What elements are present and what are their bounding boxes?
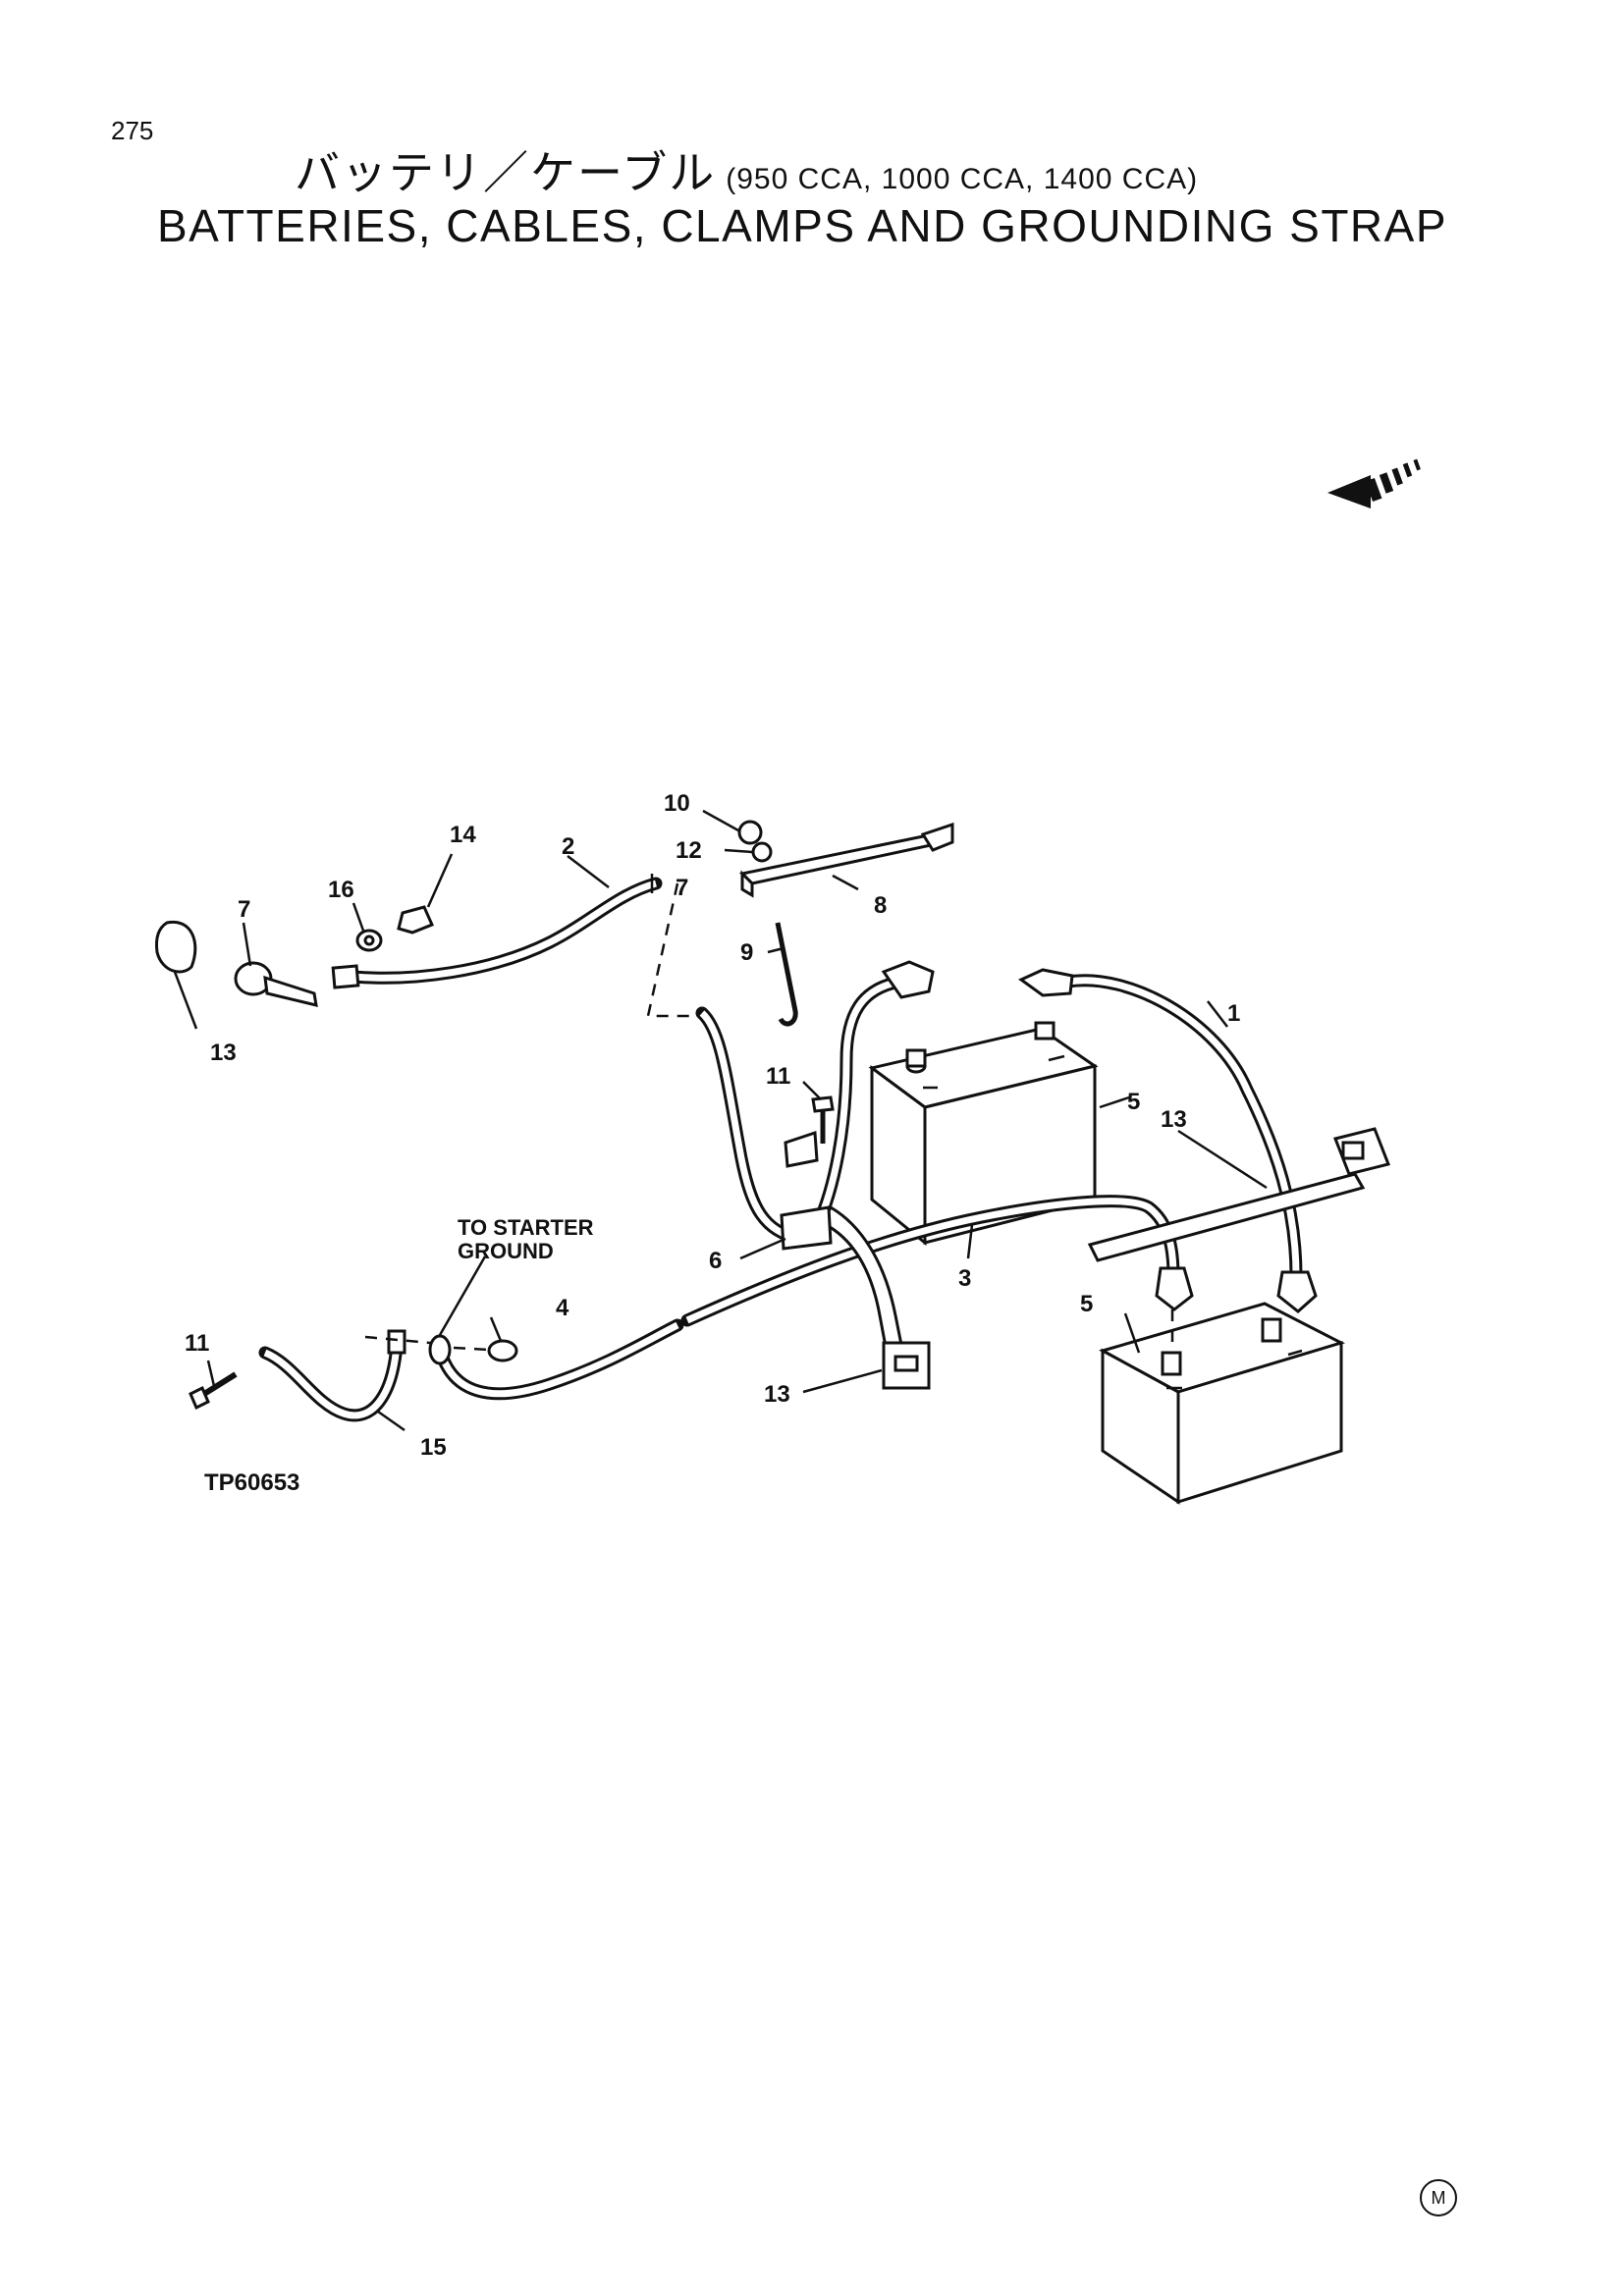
label-6: 6	[709, 1248, 722, 1274]
starter-ground-callout-line-1: TO STARTER	[458, 1215, 594, 1240]
washer-12	[751, 841, 773, 863]
grounding-strap-right	[1087, 1127, 1391, 1262]
nut-4	[487, 1339, 518, 1362]
battery-lower	[1099, 1302, 1345, 1505]
hold-down-bracket-8	[738, 822, 954, 898]
clamp-13-left	[155, 920, 197, 974]
terminal-cover-7	[234, 961, 318, 1007]
rod-9	[775, 922, 798, 1027]
label-13-right: 13	[1161, 1106, 1187, 1133]
cable-1	[1018, 968, 1318, 1313]
bolt-11-lower	[189, 1371, 238, 1411]
title-japanese-capacity: (950 CCA, 1000 CCA, 1400 CCA)	[726, 163, 1199, 195]
label-4: 4	[556, 1295, 569, 1321]
label-9: 9	[740, 939, 753, 966]
label-2: 2	[562, 833, 574, 860]
label-13-left: 13	[210, 1040, 237, 1066]
label-11-lower: 11	[185, 1330, 209, 1357]
label-15: 15	[420, 1434, 447, 1461]
grounding-strap-lower	[820, 1204, 931, 1390]
nut-14	[397, 905, 435, 934]
cable-2	[331, 874, 663, 989]
circled-m-icon: M	[1420, 2179, 1457, 2216]
nut-16-hole	[363, 934, 375, 946]
label-7-left: 7	[238, 896, 250, 923]
diagram-code: TP60653	[204, 1469, 299, 1496]
leader-lines	[173, 809, 1268, 1432]
title-english: BATTERIES, CABLES, CLAMPS AND GROUNDING …	[157, 200, 1448, 251]
label-5-upper: 5	[1127, 1089, 1140, 1115]
label-14: 14	[450, 822, 476, 848]
bracket-6	[780, 1130, 833, 1251]
label-5-lower: 5	[1080, 1291, 1093, 1317]
title-japanese-main: バッテリ／ケーブル	[295, 147, 717, 198]
arrow-left-icon	[1327, 458, 1421, 508]
page-number: 275	[111, 116, 154, 145]
cable-battery-link	[695, 960, 935, 1246]
ground-strap-15	[258, 1329, 406, 1422]
starter-ground-callout-line-2: GROUND	[458, 1239, 554, 1263]
dashed-strap-15	[364, 1335, 431, 1345]
bolt-11-upper	[811, 1095, 835, 1144]
title-japanese: バッテリ／ケーブル (950 CCA, 1000 CCA, 1400 CCA)	[295, 137, 1198, 202]
dashed-nut-4	[453, 1346, 490, 1352]
label-10: 10	[664, 790, 690, 817]
label-7-upper: 7	[676, 875, 688, 901]
label-1: 1	[1227, 1000, 1240, 1027]
nut-10	[737, 820, 763, 845]
label-12: 12	[676, 837, 702, 864]
cable-3	[428, 1195, 1194, 1401]
label-11-upper: 11	[766, 1063, 790, 1090]
dashed-connection	[646, 882, 695, 1018]
label-8: 8	[874, 892, 887, 919]
label-3: 3	[958, 1265, 971, 1292]
label-13-lower: 13	[764, 1381, 790, 1408]
label-16: 16	[328, 877, 354, 903]
battery-upper	[868, 1021, 1099, 1247]
